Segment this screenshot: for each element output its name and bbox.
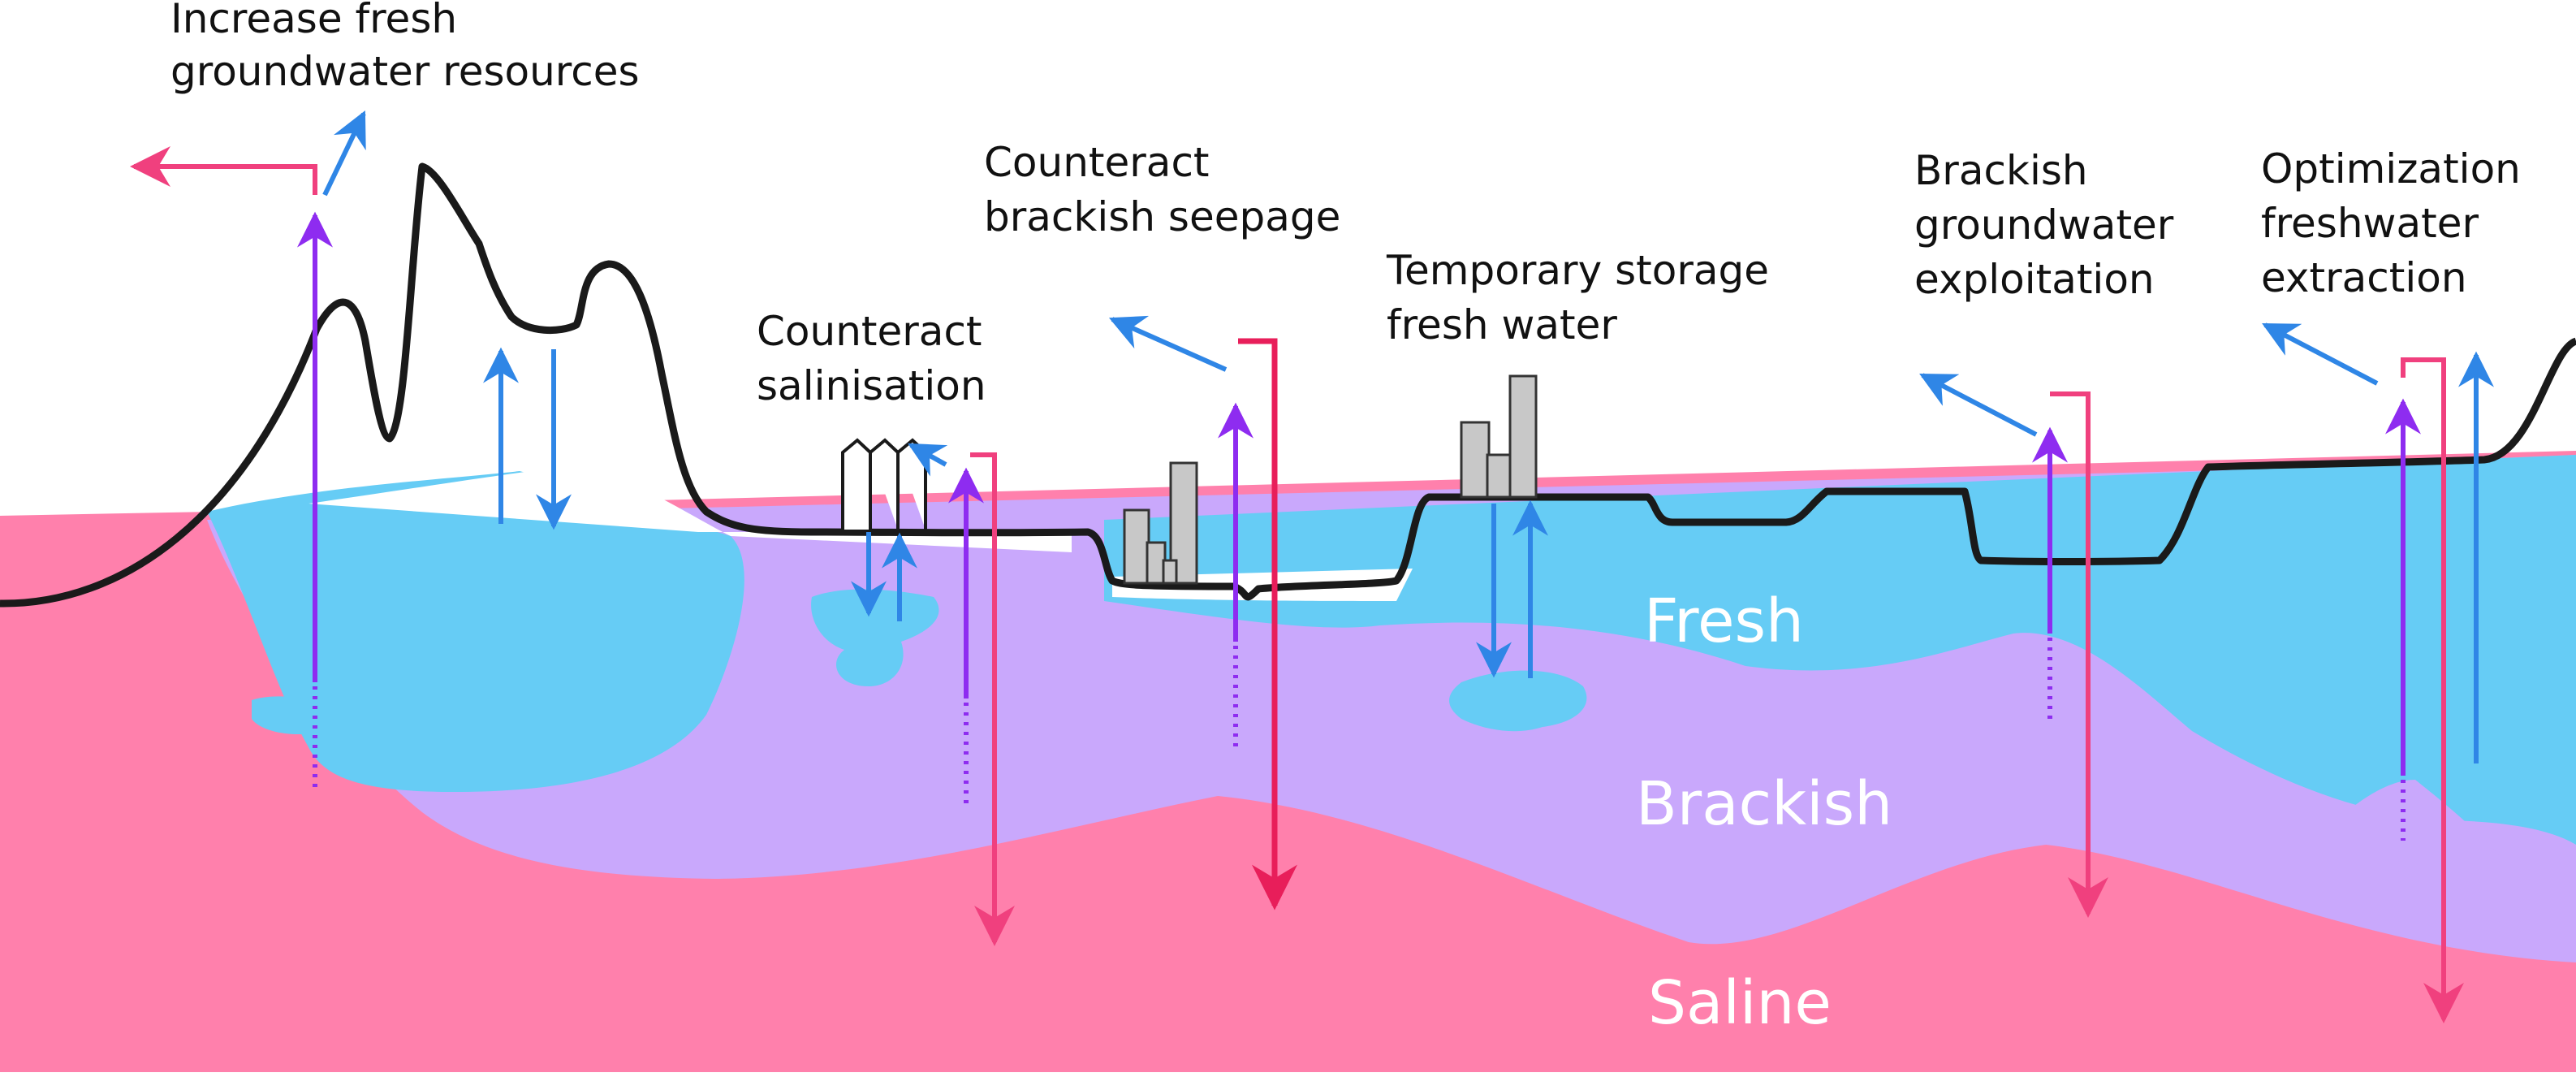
label-brackish-exploitation: Brackish groundwater exploitation: [1914, 147, 2186, 303]
pink-well-arrow-salinisation: [970, 452, 1015, 946]
zone-label-saline: Saline: [1648, 968, 1832, 1038]
blue-outflow-arrow-optimization: [2262, 322, 2379, 386]
label-counteract-brackish-seepage: Counteract brackish seepage: [984, 139, 1340, 240]
label-increase-fresh: Increase fresh groundwater resources: [170, 0, 640, 95]
label-temporary-storage: Temporary storage fresh water: [1386, 247, 1782, 348]
label-counteract-salinisation: Counteract salinisation: [757, 308, 995, 409]
fresh-water-lens-b: [1449, 670, 1587, 732]
ground-surface-line: [0, 162, 2576, 608]
blue-outflow-arrow-seepage: [1108, 315, 1228, 372]
fresh-zone-west-pocket: [252, 696, 325, 735]
fresh-zone-west: [207, 471, 744, 792]
blue-outflow-arrow-salinisation: [908, 443, 948, 477]
red-well-arrow-seepage: [1238, 338, 1297, 910]
blue-outflow-arrow-west: [322, 110, 366, 197]
fresh-zone-central: [1104, 455, 2576, 845]
label-optimization: Optimization freshwater extraction: [2261, 145, 2534, 301]
brackish-upconing-mound: [2346, 780, 2500, 857]
pink-well-arrow-brackish: [2050, 391, 2108, 918]
pink-outflow-arrow-west: [130, 146, 317, 195]
city-buildings-icon-b: [1460, 374, 1538, 499]
zone-label-fresh: Fresh: [1644, 586, 1804, 656]
fresh-water-lens-a: [811, 589, 939, 686]
city-buildings-icon-a: [1123, 461, 1198, 585]
blue-outflow-arrow-brackish: [1919, 373, 2038, 437]
pink-well-arrow-optimization: [2401, 357, 2464, 1023]
zone-label-brackish: Brackish: [1636, 769, 1892, 839]
